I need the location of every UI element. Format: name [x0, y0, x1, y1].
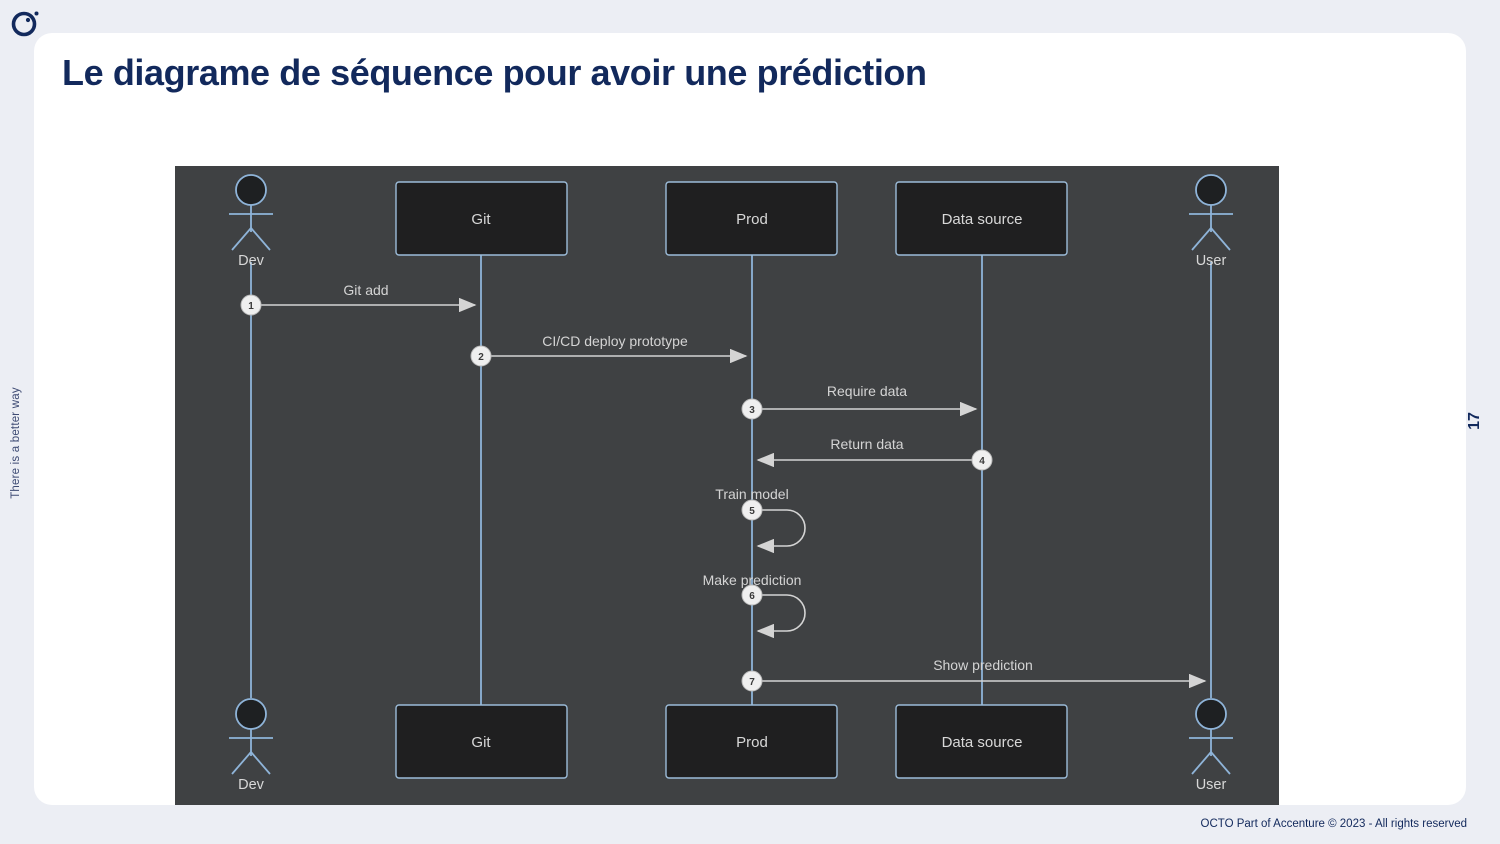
- actor-leg-right: [250, 227, 271, 251]
- participant-label-prod-top: Prod: [736, 211, 768, 228]
- message-label-2: CI/CD deploy prototype: [542, 333, 688, 349]
- participant-prod-bottom[interactable]: Prod: [665, 704, 838, 779]
- message-number-4: 4: [979, 456, 985, 467]
- participant-dev-bottom[interactable]: Dev: [229, 698, 273, 793]
- participant-git-top[interactable]: Git: [395, 181, 568, 256]
- actor-leg-right: [1210, 227, 1231, 251]
- message-label-5: Train model: [715, 486, 788, 502]
- octo-logo: [8, 5, 44, 41]
- tagline: There is a better way: [10, 387, 22, 499]
- message-badge-4: [971, 449, 993, 471]
- message-number-6: 6: [749, 591, 755, 602]
- footer-copyright: OCTO Part of Accenture © 2023 - All righ…: [1200, 818, 1468, 830]
- participant-user-bottom[interactable]: User: [1189, 698, 1233, 793]
- message-badge-2: [470, 345, 492, 367]
- participant-dev-top[interactable]: Dev: [229, 174, 273, 269]
- message-label-4: Return data: [830, 436, 903, 452]
- message-label-1: Git add: [343, 282, 388, 298]
- participant-label-git-bottom: Git: [471, 734, 491, 751]
- actor-leg-left: [1191, 751, 1212, 775]
- message-number-3: 3: [749, 405, 755, 416]
- actor-head-icon: [235, 174, 267, 206]
- participant-label-user-bottom: User: [1196, 777, 1227, 793]
- participant-prod-top[interactable]: Prod: [665, 181, 838, 256]
- actor-leg-right: [1210, 751, 1231, 775]
- participant-data-source-top[interactable]: Data source: [895, 181, 1068, 256]
- message-2[interactable]: CI/CD deploy prototype 2: [470, 333, 748, 367]
- page-number: 17: [1466, 412, 1483, 430]
- participant-label-user-top: User: [1196, 253, 1227, 269]
- participant-data-source-bottom[interactable]: Data source: [895, 704, 1068, 779]
- message-4[interactable]: Return data 4: [756, 436, 993, 471]
- message-number-7: 7: [749, 677, 755, 688]
- lifelines: [250, 255, 1212, 705]
- message-badge-1: [240, 294, 262, 316]
- participant-label-dev-top: Dev: [238, 253, 265, 269]
- actor-leg-left: [231, 751, 252, 775]
- message-7[interactable]: Show prediction 7: [741, 657, 1207, 692]
- participant-box: [395, 181, 568, 256]
- message-badge-7: [741, 670, 763, 692]
- actor-leg-left: [1191, 227, 1212, 251]
- participant-git-bottom[interactable]: Git: [395, 704, 568, 779]
- message-number-2: 2: [478, 352, 484, 363]
- message-selfloop-5: [752, 509, 806, 554]
- participant-label-data-source-top: Data source: [942, 211, 1023, 228]
- message-badge-6: [741, 584, 763, 606]
- message-label-7: Show prediction: [933, 657, 1033, 673]
- actor-leg-right: [250, 751, 271, 775]
- message-label-3: Require data: [827, 383, 907, 399]
- message-badge-3: [741, 398, 763, 420]
- message-1[interactable]: Git add 1: [240, 282, 477, 316]
- participant-label-dev-bottom: Dev: [238, 777, 265, 793]
- actor-head-icon: [1195, 698, 1227, 730]
- message-selfloop-6: [752, 594, 806, 639]
- message-number-5: 5: [749, 506, 755, 517]
- actor-head-icon: [1195, 174, 1227, 206]
- page-title: Le diagrame de séquence pour avoir une p…: [62, 52, 927, 93]
- message-5[interactable]: Train model 5: [715, 486, 806, 554]
- participant-label-data-source-bottom: Data source: [942, 734, 1023, 751]
- participant-label-git-top: Git: [471, 211, 491, 228]
- participant-box: [665, 704, 838, 779]
- actor-leg-left: [231, 227, 252, 251]
- participant-box: [895, 704, 1068, 779]
- message-badge-5: [741, 499, 763, 521]
- message-label-6: Make prediction: [703, 572, 802, 588]
- participant-box: [665, 181, 838, 256]
- sequence-diagram: Dev Git Prod Data source: [175, 166, 1279, 805]
- participant-label-prod-bottom: Prod: [736, 734, 768, 751]
- message-3[interactable]: Require data 3: [741, 383, 978, 420]
- participant-box: [895, 181, 1068, 256]
- actor-head-icon: [235, 698, 267, 730]
- message-6[interactable]: Make prediction 6: [703, 572, 806, 639]
- participant-user-top[interactable]: User: [1189, 174, 1233, 269]
- message-number-1: 1: [248, 301, 254, 312]
- participant-box: [395, 704, 568, 779]
